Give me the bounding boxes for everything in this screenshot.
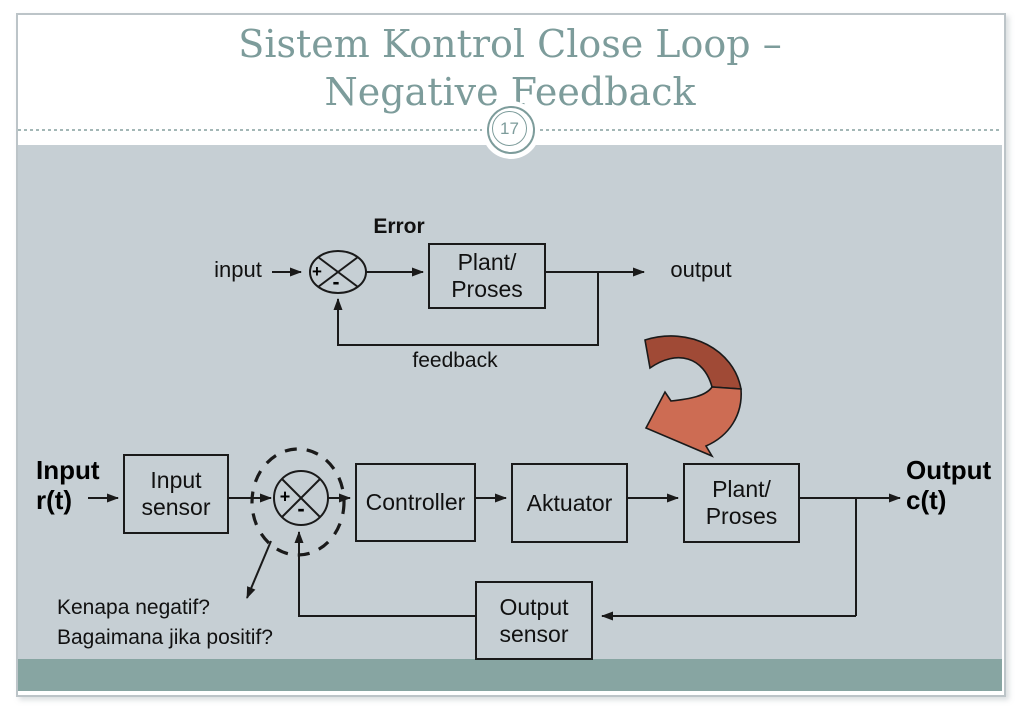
bottom-input-label-line1: Input [36,455,100,485]
aktuator-box: Aktuator [511,463,628,543]
top-sum-minus-sign: - [332,271,340,294]
top-sum-plus-sign: + [312,262,322,281]
page-number-badge: 17 [482,101,540,159]
bottom-sum-plus-sign: + [279,486,291,507]
feedback-label: feedback [412,349,498,372]
bottom-input-label-line2: r(t) [36,485,73,515]
bottom-plant-line2: Proses [705,503,778,529]
bottom-plant-proses-box: Plant/ Proses [683,463,800,543]
bottom-input-rt-label: Input r(t) [36,455,100,515]
controller-label: Controller [365,489,466,515]
slide-title-line1: Sistem Kontrol Close Loop – [238,22,782,66]
bottom-plant-line1: Plant/ [712,476,771,502]
output-sensor-line2: sensor [499,620,569,647]
output-sensor-box: Output sensor [475,581,593,660]
aktuator-label: Aktuator [526,489,613,516]
annotation-question-text: Kenapa negatif? Bagaimana jika positif? [57,593,273,653]
slide-body-background [18,145,1002,659]
bottom-sum-minus-sign: - [297,496,305,521]
input-sensor-line2: sensor [141,494,211,520]
top-output-label: output [670,257,732,282]
controller-box: Controller [355,463,476,542]
output-sensor-line1: Output [499,593,569,620]
input-sensor-box: Input sensor [123,454,229,534]
top-input-label: input [214,257,262,282]
top-plant-proses-box: Plant/ Proses [428,243,546,309]
annotation-line2: Bagaimana jika positif? [57,626,273,649]
top-plant-line1: Plant/ [457,249,517,275]
input-sensor-line1: Input [150,467,202,493]
slide-footer-band [18,659,1002,691]
top-plant-line2: Proses [451,276,523,302]
page-number-ring: 17 [487,106,535,154]
error-label: Error [373,215,425,238]
annotation-line1: Kenapa negatif? [57,596,210,619]
bottom-output-label-line2: c(t) [906,485,947,515]
page-number: 17 [492,111,527,146]
bottom-output-ct-label: Output c(t) [906,455,991,515]
bottom-output-label-line1: Output [906,455,992,485]
